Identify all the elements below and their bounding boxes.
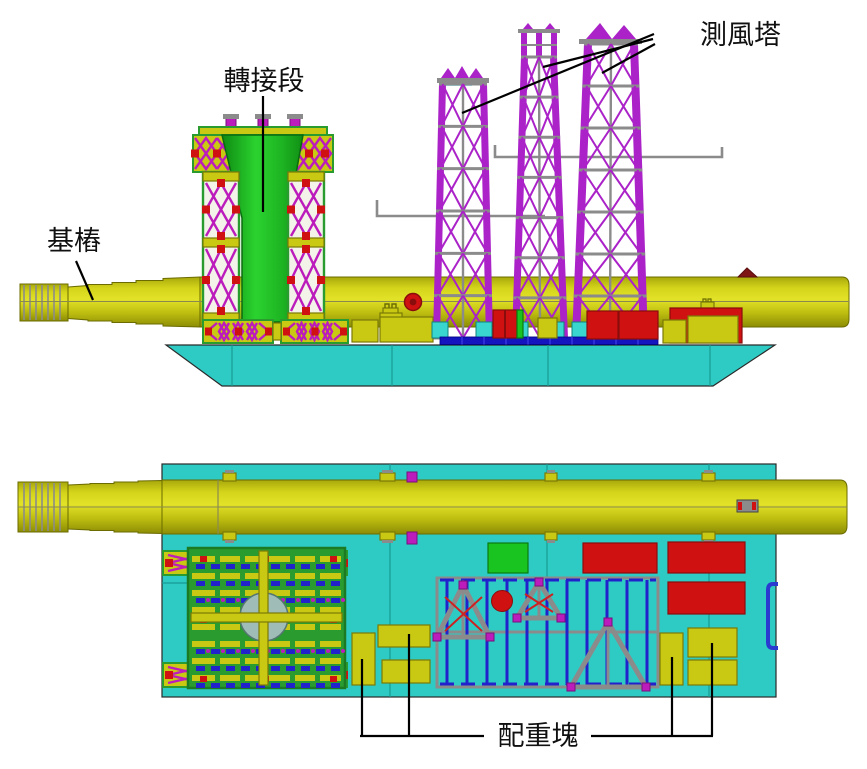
plan-box-green — [487, 542, 529, 574]
side-elevation-view: 轉接段 基樁 測風塔 — [19, 20, 850, 387]
counterweight-blocks — [351, 624, 738, 686]
svg-text:基樁: 基樁 — [47, 226, 101, 256]
svg-text:配重塊: 配重塊 — [498, 721, 579, 751]
deck-box-red-3 — [618, 310, 659, 340]
deck-box-yellow-4 — [662, 319, 687, 344]
plan-box-red-2 — [667, 541, 746, 574]
label-foundation-pile: 基樁 — [47, 226, 101, 301]
monopile-plan — [17, 470, 848, 545]
met-mast-tower-2 — [512, 23, 568, 340]
deck-equipment-side — [351, 307, 743, 345]
deck-equipment-plan — [351, 541, 778, 692]
deck-box-yellow-2 — [379, 312, 434, 343]
barge-hull-side — [164, 344, 777, 387]
deck-post-green — [516, 309, 524, 339]
pile-red-ring — [403, 292, 423, 312]
counterweight-b — [377, 624, 431, 648]
tp-seafastening-frame — [191, 114, 349, 344]
pile-flange-rings — [23, 285, 61, 320]
met-mast-towers — [433, 23, 648, 340]
deck-box-yellow-1 — [351, 319, 379, 343]
svg-text:測風塔: 測風塔 — [700, 20, 781, 50]
deck-grillage-side — [202, 319, 349, 344]
support-tripods-plan — [432, 577, 651, 692]
plan-box-red-1 — [582, 542, 658, 574]
svg-text:轉接段: 轉接段 — [224, 66, 305, 96]
counterweight-e — [687, 627, 738, 658]
label-met-mast: 測風塔 — [461, 20, 781, 115]
deck-edge-bracket — [766, 582, 778, 650]
counterweight-c — [381, 659, 431, 684]
plan-box-red-3 — [667, 581, 746, 615]
spreader-bar-upper — [493, 145, 724, 159]
counterweight-a — [351, 632, 376, 686]
pile-lifting-lugs-plan — [222, 470, 716, 545]
deck-box-red-2 — [586, 310, 619, 340]
met-mast-tower-1 — [433, 66, 493, 340]
plan-view: 配重塊 — [17, 463, 848, 751]
label-counterweight: 配重塊 — [360, 634, 714, 751]
pile-center-fitting — [736, 499, 759, 513]
frame-left-column — [201, 170, 241, 324]
plan-red-circle — [491, 590, 513, 612]
frame-right-column — [286, 170, 326, 324]
deck-box-yellow-3 — [537, 317, 558, 339]
deck-box-red-1 — [492, 309, 518, 339]
pile-top-cleat — [736, 267, 759, 278]
deck-grillage-plan — [162, 546, 348, 690]
label-transition-piece: 轉接段 — [224, 66, 305, 212]
